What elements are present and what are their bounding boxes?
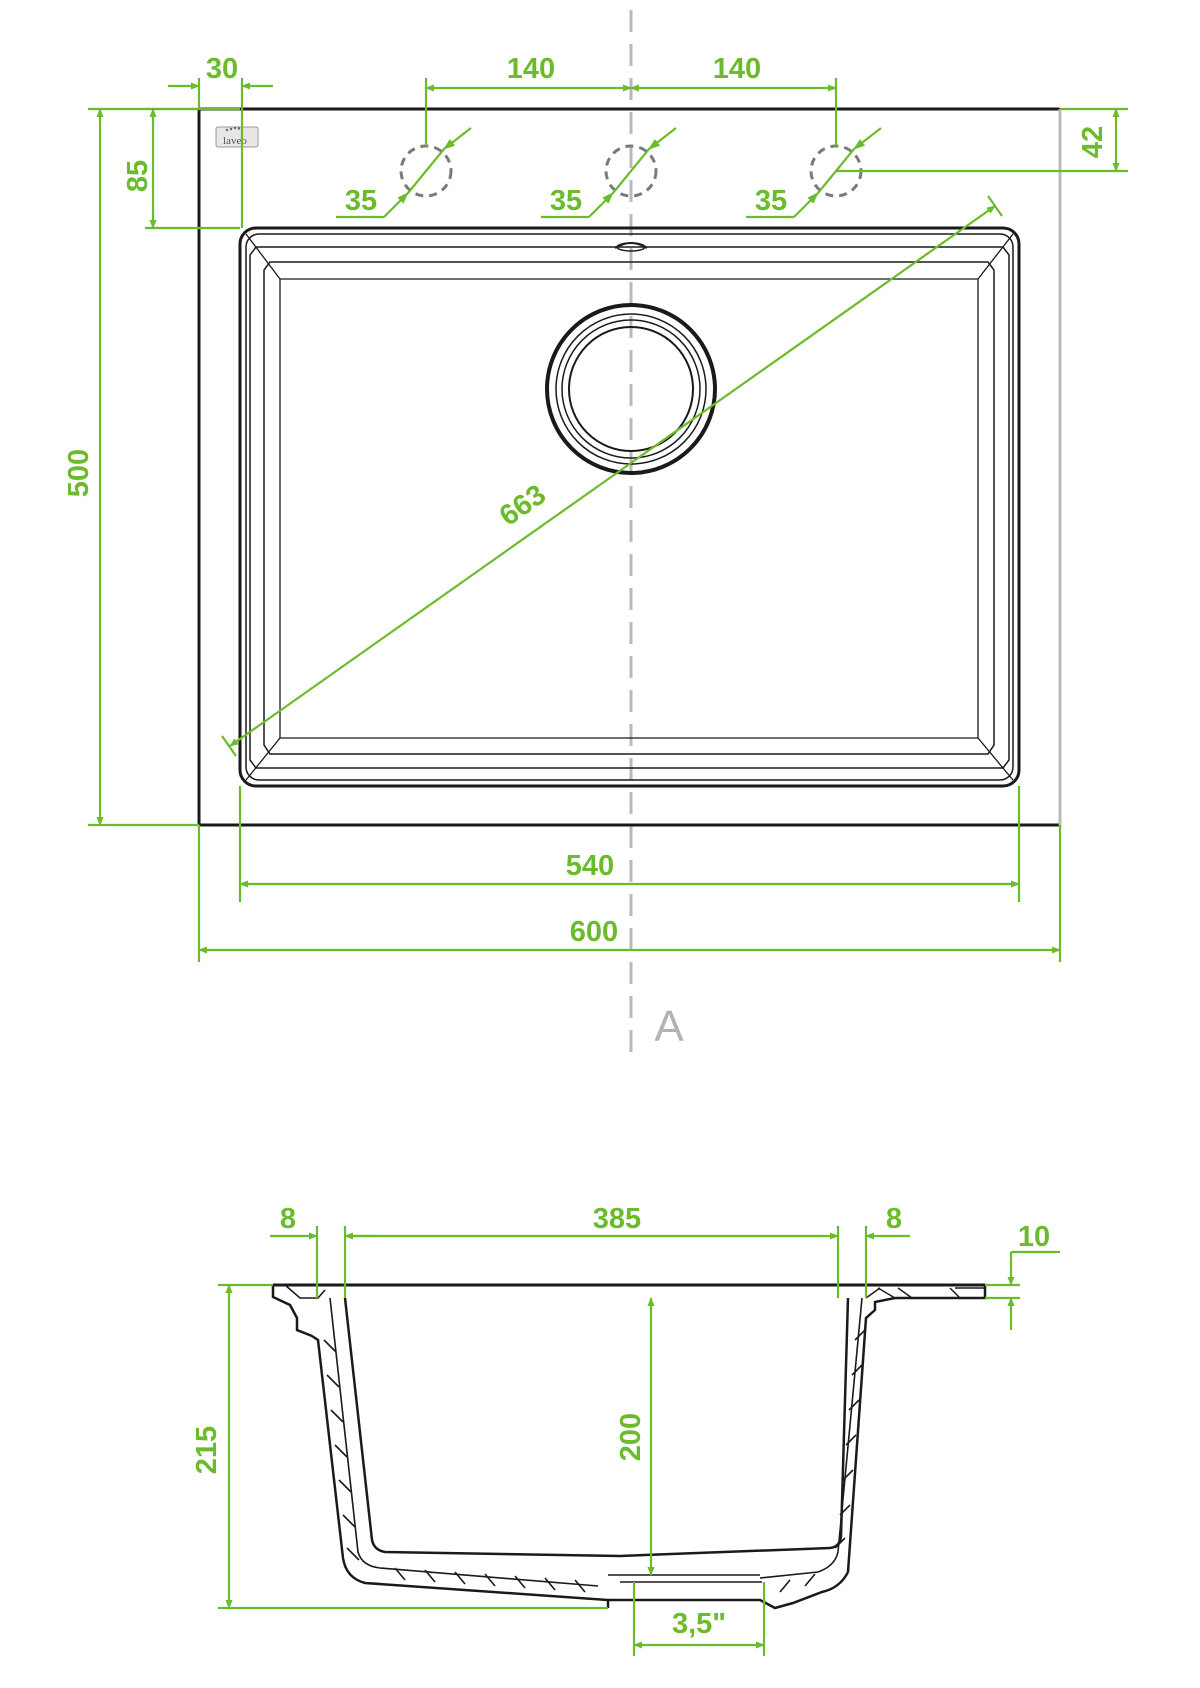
dim-label-35-b: 35 [550,185,582,217]
dim-drain-size: 3,5" [632,1582,766,1656]
section-view: 8 385 8 10 215 [191,1203,1060,1656]
dim-label-200: 200 [615,1413,647,1461]
logo-text: laveo [223,135,247,147]
section-hatching [323,1329,866,1593]
dim-label-35-c: 35 [755,185,787,217]
dim-rim-right: 8 [836,1203,910,1298]
section-marker: A [654,1002,684,1051]
dim-label-540: 540 [566,850,614,882]
dim-bowl-offset: 85 [122,107,240,230]
dim-label-140-left: 140 [507,53,555,85]
dim-diagonal: 663 [221,195,1003,757]
dim-label-8-left: 8 [280,1203,296,1235]
dim-label-600: 600 [570,916,618,948]
dim-left-margin: 30 [168,53,273,228]
dim-label-8-right: 8 [886,1203,902,1235]
dim-bowl-section-width: 385 [344,1203,839,1240]
dim-outer-width: 600 [197,825,1062,962]
dim-label-215: 215 [191,1426,223,1474]
dim-label-42: 42 [1077,126,1109,158]
dim-label-10: 10 [1018,1221,1050,1253]
dim-label-drain: 3,5" [672,1608,726,1640]
dim-total-depth: 215 [191,1283,608,1610]
tap-hole-2 [604,144,658,198]
dim-label-385: 385 [593,1203,641,1235]
dim-label-500: 500 [63,449,95,497]
brand-logo: laveo [215,126,259,148]
dim-label-35-a: 35 [345,185,377,217]
dim-label-30: 30 [206,53,238,85]
dim-rim-left: 8 [270,1203,376,1298]
dim-label-140-right: 140 [713,53,761,85]
dim-outer-height: 500 [63,107,199,827]
top-view: laveo [63,10,1128,1060]
dim-bowl-depth: 200 [615,1297,655,1576]
dim-label-85: 85 [122,160,154,192]
dim-bowl-width: 540 [238,786,1021,902]
dim-deck-thickness: 10 [985,1221,1060,1330]
dim-tap-offset: 42 [836,107,1128,173]
dim-tap-spacing: 140 140 [424,53,838,146]
